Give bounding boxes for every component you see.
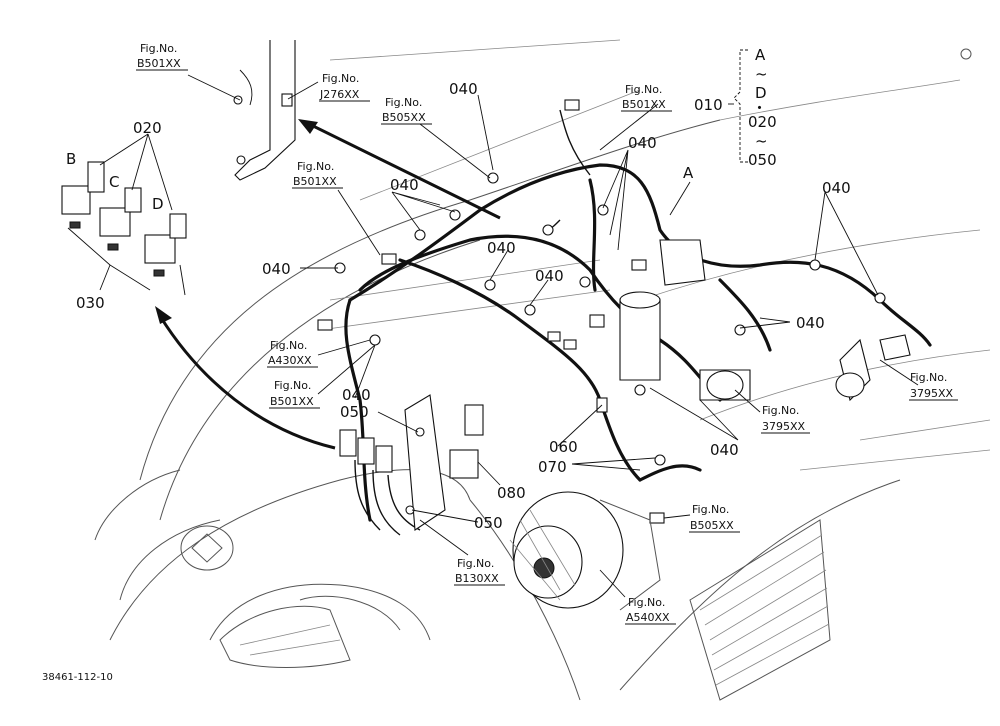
legend-d: D: [755, 84, 767, 102]
legend-a: A: [755, 46, 766, 64]
fig-ref-prefix: Fig.No.: [270, 339, 307, 352]
fig-ref-b130xx: B130XX: [455, 572, 499, 585]
legend-dot: ・: [752, 99, 767, 117]
legend-020: 020: [748, 113, 777, 131]
fig-ref-b501xx: B501XX: [137, 57, 181, 70]
fig-ref-prefix: Fig.No.: [297, 160, 334, 173]
letter-d: D: [152, 195, 164, 213]
callout-labels: 010 020 030 040 040 040 040 040 040 040 …: [66, 46, 851, 532]
fig-ref-a430xx: A430XX: [268, 354, 312, 367]
callout-040-e: 040: [535, 267, 564, 285]
fig-ref-b505xx: B505XX: [690, 519, 734, 532]
callout-010: 010: [694, 96, 723, 114]
callout-040-a: 040: [449, 80, 478, 98]
callout-080: 080: [497, 484, 526, 502]
callout-040-i: 040: [342, 386, 371, 404]
legend-tilde-2: ~: [755, 132, 768, 150]
legend-050: 050: [748, 151, 777, 169]
alternator: [509, 491, 661, 611]
pointer-arrows: [155, 119, 501, 450]
fig-ref-prefix: Fig.No.: [628, 596, 665, 609]
callout-070: 070: [538, 458, 567, 476]
fig-ref-prefix: Fig.No.: [625, 83, 662, 96]
callout-050-b: 050: [474, 514, 503, 532]
page-code: 38461-112-10: [42, 672, 113, 683]
fig-ref-b501xx: B501XX: [270, 395, 314, 408]
callout-040-f: 040: [628, 134, 657, 152]
legend-tilde-1: ~: [755, 65, 768, 83]
callout-040-c: 040: [262, 260, 291, 278]
callout-060: 060: [549, 438, 578, 456]
fig-ref-prefix: Fig.No.: [457, 557, 494, 570]
callout-040-b: 040: [390, 176, 419, 194]
relay-detail: [61, 161, 187, 296]
callout-050-a: 050: [340, 403, 369, 421]
leader-lines: [67, 74, 919, 598]
fig-ref-prefix: Fig.No.: [762, 404, 799, 417]
callout-040-j: 040: [710, 441, 739, 459]
fig-ref-b505xx: B505XX: [382, 111, 426, 124]
fig-ref-prefix: Fig.No.: [910, 371, 947, 384]
fig-ref-b501xx: B501XX: [622, 98, 666, 111]
fig-ref-j276xx: J276XX: [319, 88, 360, 101]
fig-ref-prefix: Fig.No.: [692, 503, 729, 516]
letter-a: A: [683, 164, 694, 182]
callout-040-g: 040: [822, 179, 851, 197]
letter-b: B: [66, 150, 76, 168]
fig-ref-prefix: Fig.No.: [274, 379, 311, 392]
mounting-plate: [339, 394, 484, 531]
callout-040-h: 040: [796, 314, 825, 332]
fig-ref-3795xx: 3795XX: [910, 387, 954, 400]
fig-ref-a540xx: A540XX: [626, 611, 670, 624]
legend-bracket: [728, 49, 748, 163]
fig-ref-prefix: Fig.No.: [140, 42, 177, 55]
fig-ref-3795xx: 3795XX: [762, 420, 806, 433]
callout-030: 030: [76, 294, 105, 312]
bracket-assembly: [233, 40, 296, 181]
letter-c: C: [109, 173, 119, 191]
fig-ref-b501xx: B501XX: [293, 175, 337, 188]
fig-ref-prefix: Fig.No.: [385, 96, 422, 109]
wire-harness: [317, 99, 932, 536]
fig-ref-prefix: Fig.No.: [322, 72, 359, 85]
figure-references: Fig.No. B501XX Fig.No. J276XX Fig.No. B5…: [136, 42, 958, 625]
callout-020: 020: [133, 119, 162, 137]
callout-040-d: 040: [487, 239, 516, 257]
